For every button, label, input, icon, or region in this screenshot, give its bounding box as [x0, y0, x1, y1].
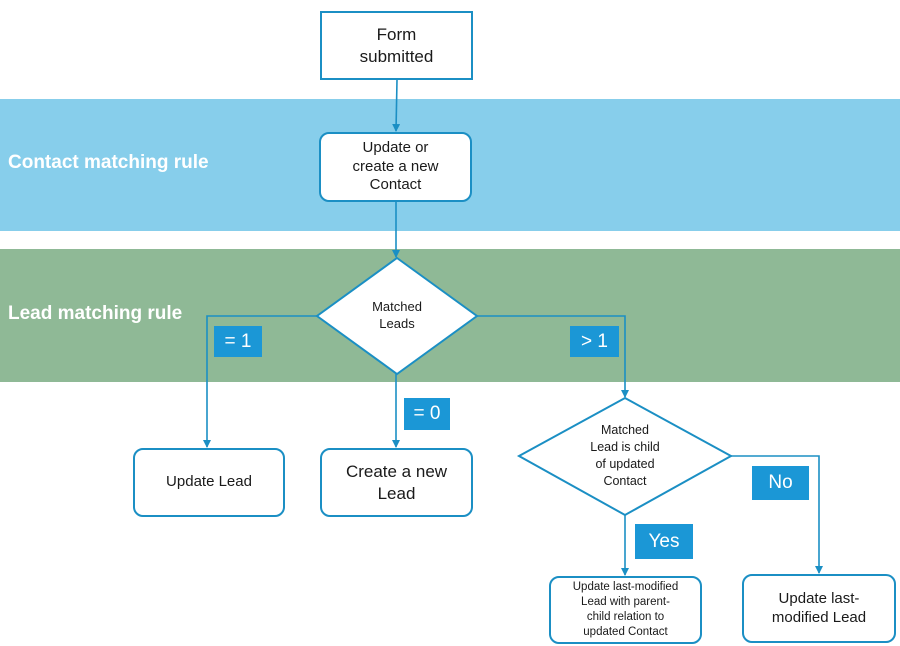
lead-matching-label: Lead matching rule: [8, 303, 183, 324]
edge-form-to-contact: [392, 79, 401, 132]
edge-label-yes: Yes: [635, 524, 693, 559]
form-submitted-box: Form submitted: [320, 11, 473, 80]
edge-label-eq0: = 0: [404, 398, 450, 430]
create-lead-box: Create a new Lead: [320, 448, 473, 517]
edge-no: [731, 455, 823, 574]
edge-eq1: [203, 315, 318, 448]
update-lead-box: Update Lead: [133, 448, 285, 517]
contact-matching-label: Contact matching rule: [8, 152, 209, 173]
matched-leads-diamond: [315, 256, 479, 376]
edge-label-gt1: > 1: [570, 326, 619, 357]
edge-label-no: No: [752, 466, 809, 500]
matched-leads-label: Matched Leads: [372, 299, 422, 331]
edge-gt1: [476, 315, 629, 398]
update-contact-box: Update or create a new Contact: [319, 132, 472, 202]
update-last-modified-relation-box: Update last-modified Lead with parent- c…: [549, 576, 702, 644]
edge-label-eq1: = 1: [214, 326, 262, 357]
child-check-label: Matched Lead is child of updated Contact: [590, 423, 660, 488]
update-last-modified-box: Update last- modified Lead: [742, 574, 896, 643]
child-check-diamond: [516, 396, 734, 517]
